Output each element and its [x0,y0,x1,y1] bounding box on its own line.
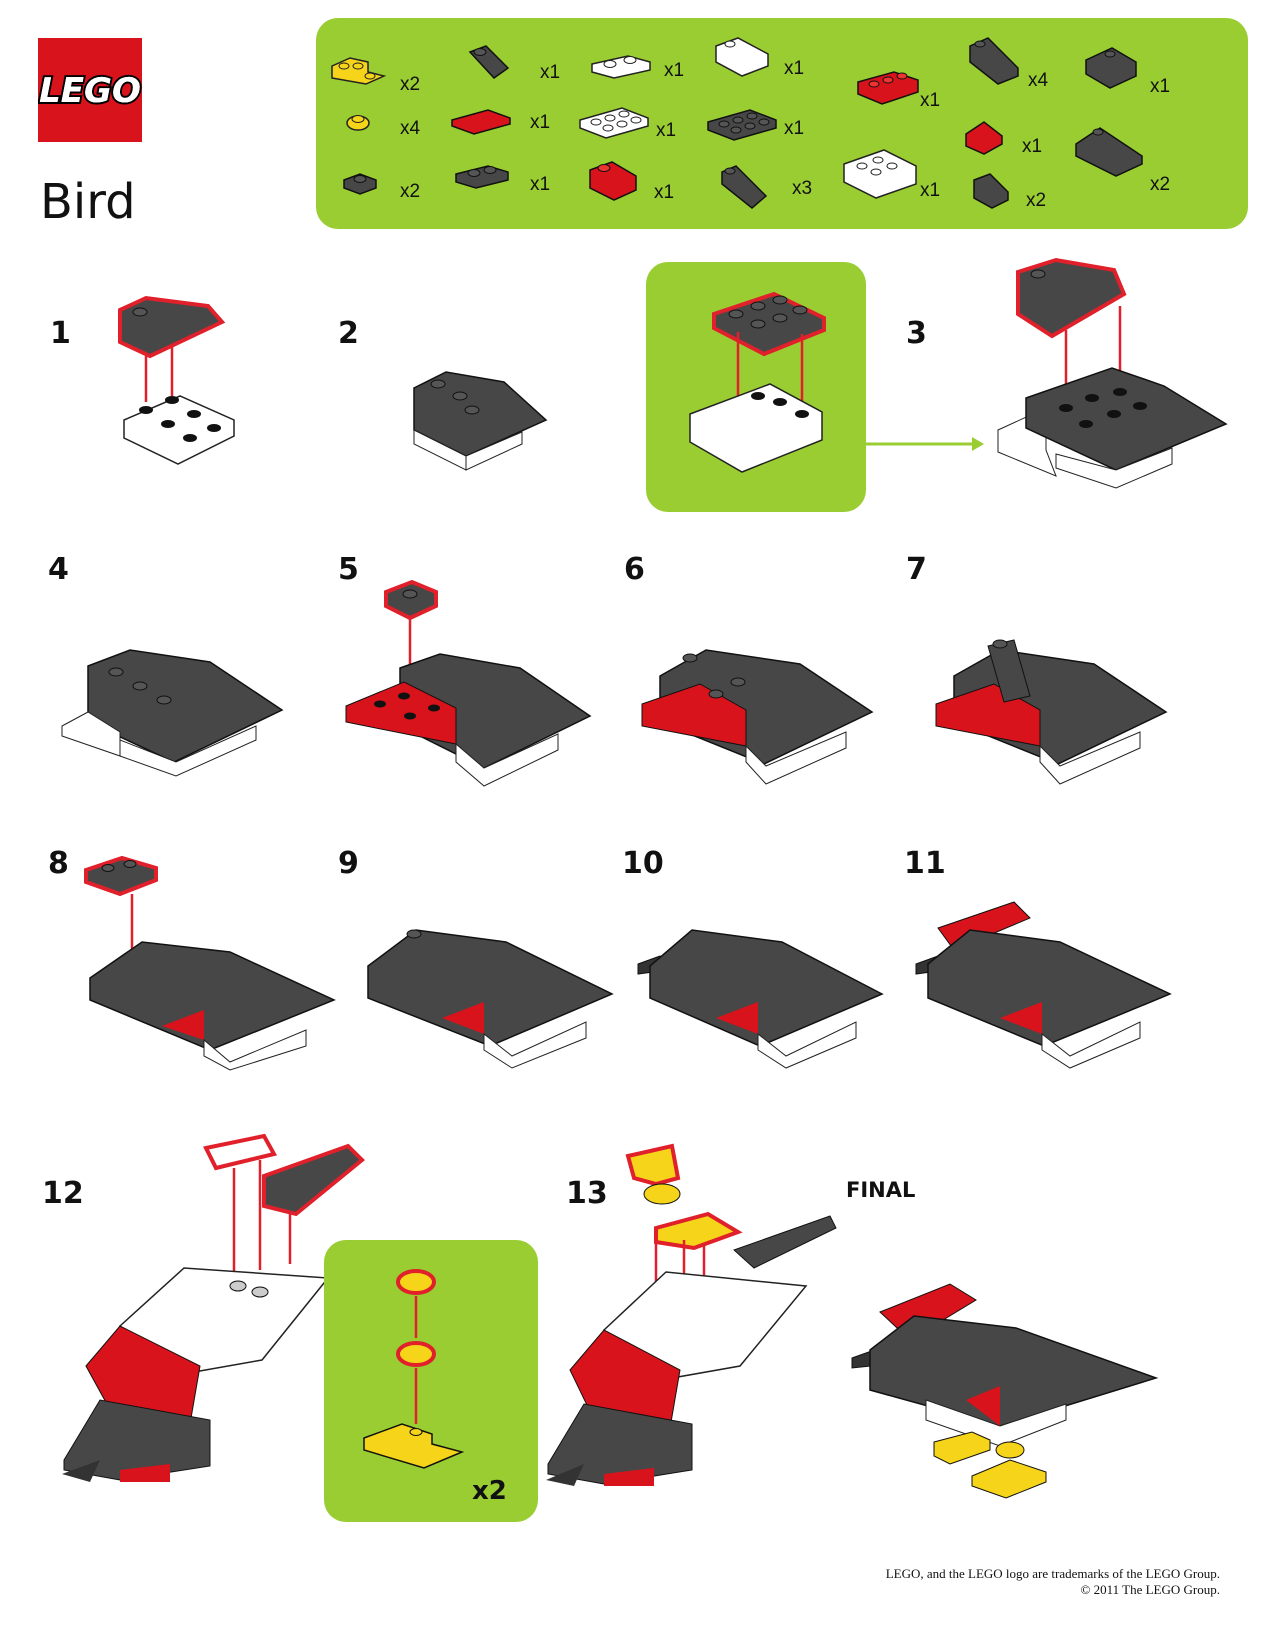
step-number: 9 [338,846,359,881]
leg-sub-assembly-callout [324,1240,538,1522]
step-8-illustration [80,850,340,1071]
dark-gray-slope-small-icon [716,162,772,216]
lego-logo-mark: LEGO LEGO [38,38,142,142]
part-qty: x1 [664,60,685,81]
step-7-illustration [934,636,1174,786]
sub-assembly-qty: x2 [472,1476,507,1506]
callout-arrow [866,434,986,454]
part-qty: x4 [400,118,421,139]
step-13-illustration [544,1143,864,1534]
dark-gray-plate-2x3-icon [704,102,780,152]
step-3-illustration [996,257,1236,489]
part-qty: x1 [530,174,551,195]
part-qty: x2 [400,181,421,202]
parts-list-panel: x2 x4 x2 x1 x1 x1 x1 x1 x1 x1 x1 x3 [316,18,1248,229]
step-number: 12 [42,1176,84,1211]
dark-gray-plate-1x2-icon [452,160,512,198]
step-5-illustration [344,572,594,792]
step-number: 13 [566,1176,608,1211]
step-9-illustration [366,918,616,1069]
step-11-illustration [914,898,1174,1069]
part-qty: x1 [1022,136,1043,157]
part-qty: x1 [530,112,551,133]
step-10-illustration [636,918,886,1069]
red-plate-2x3-icon [854,66,922,114]
part-qty: x1 [920,90,941,111]
step-6-illustration [640,636,880,786]
legal-notice: LEGO, and the LEGO logo are trademarks o… [886,1566,1220,1598]
step-number: 5 [338,552,359,587]
yellow-l-plate-icon [328,52,388,96]
step-number: 2 [338,316,359,351]
step-4-illustration [60,636,290,786]
red-slope-icon [586,158,642,208]
part-qty: x2 [1026,190,1047,211]
sub-assembly-callout [646,262,866,512]
step-number: 6 [624,552,645,587]
part-qty: x1 [654,182,675,203]
page-title: Bird [40,174,136,230]
part-qty: x1 [540,62,561,83]
step-number: 8 [48,846,69,881]
step-2-illustration [412,366,552,476]
part-qty: x1 [656,120,677,141]
dark-gray-plate-1x1-icon [340,168,380,202]
step-number: 7 [906,552,927,587]
yellow-round-plate-icon [344,110,372,136]
step-number: 10 [622,846,664,881]
lego-logo: LEGO LEGO [38,38,142,142]
dark-gray-slope-2x2-icon [1082,44,1140,96]
step-12-illustration [60,1130,365,1530]
svg-text:LEGO: LEGO [39,71,141,111]
white-plate-1x2-icon [588,50,654,88]
part-qty: x1 [784,58,805,79]
svg-text:LEGO: LEGO [39,71,141,111]
part-qty: x2 [1150,174,1171,195]
step-number: 11 [904,846,946,881]
final-model-illustration [850,1250,1160,1500]
white-inverted-slope-icon [712,36,772,84]
dark-gray-wedge-icon [1072,122,1146,182]
final-label: FINAL [846,1178,916,1202]
red-tile-icon [450,106,512,142]
step-number: 3 [906,316,927,351]
step-1-illustration [110,295,250,476]
dark-gray-beak-icon [464,42,514,86]
legal-line-1: LEGO, and the LEGO logo are trademarks o… [885,1566,1220,1581]
part-qty: x1 [1150,76,1171,97]
part-qty: x3 [792,178,813,199]
red-slope-small-icon [962,118,1006,162]
part-qty: x1 [784,118,805,139]
dark-gray-slope-large-icon [966,34,1022,92]
dark-gray-slope-tiny-icon [970,170,1012,216]
step-number: 1 [50,316,71,351]
legal-line-2: © 2011 The LEGO Group. [1080,1582,1221,1597]
part-qty: x1 [920,180,941,201]
white-plate-2x3-icon [576,100,652,150]
part-qty: x2 [400,74,421,95]
white-inverted-slope-large-icon [840,146,920,206]
step-number: 4 [48,552,69,587]
part-qty: x4 [1028,70,1049,91]
